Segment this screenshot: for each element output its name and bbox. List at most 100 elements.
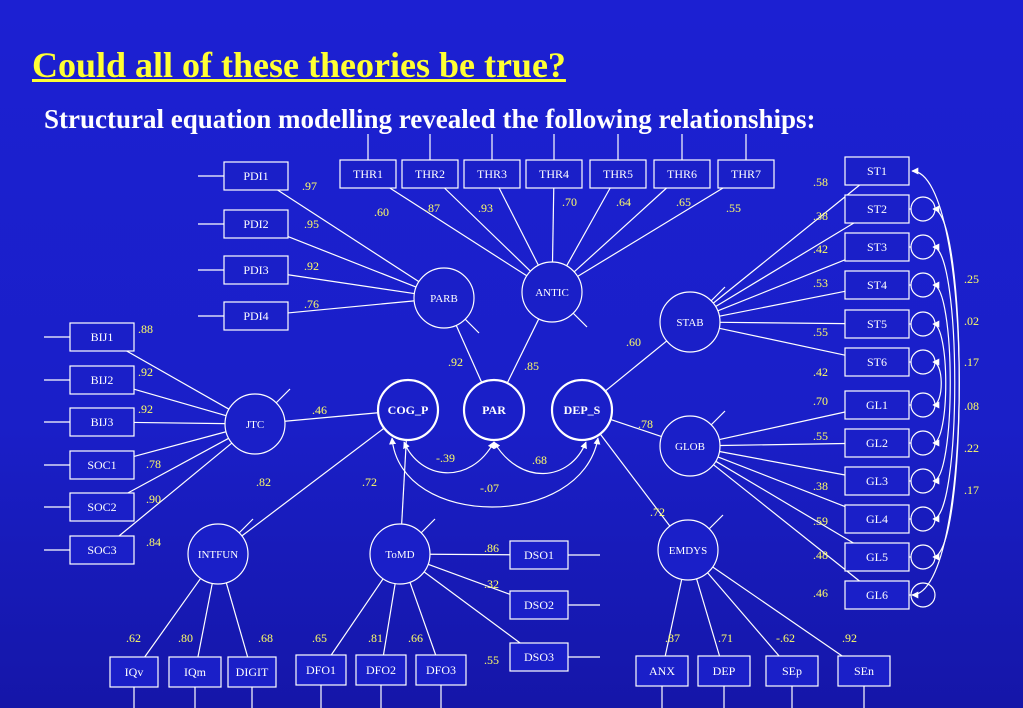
correlation-arc-st2-gl5 xyxy=(932,205,960,561)
indicator-box-st2: ST2 xyxy=(844,194,910,224)
coef-deps-emdys: .72 xyxy=(650,505,665,519)
indicator-frame-bij1 xyxy=(69,322,135,352)
latent-stab: STAB xyxy=(659,291,721,353)
latent-circle-intfun xyxy=(187,523,249,585)
latent-antic: ANTIC xyxy=(521,261,583,323)
indicator-frame-pdi4 xyxy=(223,301,289,331)
latent-label-stab: STAB xyxy=(676,317,703,329)
coef-dso2: .32 xyxy=(484,577,499,591)
coef-dso3: .55 xyxy=(484,653,499,667)
indicator-label-thr4: THR4 xyxy=(539,167,569,181)
path-stab-st4 xyxy=(719,290,846,317)
latent-label-jtc: JTC xyxy=(246,419,264,431)
indicator-box-thr3: THR3 xyxy=(463,159,521,189)
path-emdys-sen xyxy=(712,566,843,657)
indicator-box-iqv: IQv xyxy=(109,656,159,688)
indicator-box-iqm: IQm xyxy=(168,656,222,688)
path-glob-gl2 xyxy=(719,442,846,447)
coef-gl2: .55 xyxy=(813,429,828,443)
path-cogp-intfun xyxy=(241,427,385,537)
coef-iqm: .80 xyxy=(178,631,193,645)
indicator-box-gl1: GL1 xyxy=(844,390,910,420)
indicator-box-pdi3: PDI3 xyxy=(223,255,289,285)
path-antic-thr4 xyxy=(551,187,555,263)
coef-gl1: .70 xyxy=(813,394,828,408)
indicator-box-dso3: DSO3 xyxy=(509,642,569,672)
indicator-frame-bij2 xyxy=(69,365,135,395)
path-jtc-bij3 xyxy=(133,421,226,425)
indicator-frame-gl6 xyxy=(844,580,910,610)
indicator-frame-pdi1 xyxy=(223,161,289,191)
coef-st6: .42 xyxy=(813,365,828,379)
path-jtc-bij2 xyxy=(133,388,227,417)
coef-cogp-tomd: .72 xyxy=(362,475,377,489)
indicator-box-gl3: GL3 xyxy=(844,466,910,496)
indicator-label-dep: DEP xyxy=(713,664,736,678)
latent-circle-tomd xyxy=(369,523,431,585)
latent-circle-jtc xyxy=(224,393,286,455)
indicator-label-soc1: SOC1 xyxy=(87,458,116,472)
indicator-box-dso2: DSO2 xyxy=(509,590,569,620)
coef-st1: .58 xyxy=(813,175,828,189)
latent-circle-antic xyxy=(521,261,583,323)
covariance-arc-cogp-deps xyxy=(389,437,601,508)
latent-label-tomd: ToMD xyxy=(385,549,414,561)
path-intfun-digit xyxy=(225,582,249,658)
path-cogp-jtc xyxy=(284,412,379,422)
indicator-label-soc2: SOC2 xyxy=(87,500,116,514)
indicator-label-thr6: THR6 xyxy=(667,167,697,181)
indicator-label-gl5: GL5 xyxy=(866,550,888,564)
indicator-frame-dso1 xyxy=(509,540,569,570)
indicator-box-bij1: BIJ1 xyxy=(69,322,135,352)
indicator-label-st1: ST1 xyxy=(867,164,887,178)
coef-st4: .53 xyxy=(813,276,828,290)
error-circle-gl6 xyxy=(910,582,936,608)
indicator-box-soc3: SOC3 xyxy=(69,535,135,565)
latent-label-antic: ANTIC xyxy=(535,287,569,299)
error-circle-gl4 xyxy=(910,506,936,532)
disturbance-arrow-parb xyxy=(464,318,480,334)
indicator-frame-thr4 xyxy=(525,159,583,189)
indicator-label-soc3: SOC3 xyxy=(87,543,116,557)
indicator-frame-thr1 xyxy=(339,159,397,189)
latent-circle-par xyxy=(462,378,526,442)
path-emdys-sep xyxy=(707,572,780,657)
coef-anx: .87 xyxy=(665,631,680,645)
path-parb-pdi2 xyxy=(287,236,417,288)
path-antic-thr6 xyxy=(573,187,667,273)
slide-title: Could all of these theories be true? xyxy=(32,45,566,85)
coef-gl4: .59 xyxy=(813,514,828,528)
coef-sen: .92 xyxy=(842,631,857,645)
indicator-label-gl1: GL1 xyxy=(866,398,888,412)
correlation-c1: .25 xyxy=(964,272,979,286)
path-antic-thr7 xyxy=(577,187,724,277)
path-tomd-dfo2 xyxy=(382,583,396,656)
error-circle-st4 xyxy=(910,272,936,298)
coef-thr3: .93 xyxy=(478,201,493,215)
path-tomd-dso2 xyxy=(427,563,511,595)
coef-pdi3: .92 xyxy=(304,259,319,273)
indicator-box-sen: SEn xyxy=(837,655,891,687)
path-tomd-dfo1 xyxy=(330,578,384,656)
coef-st5: .55 xyxy=(813,325,828,339)
indicator-label-dso3: DSO3 xyxy=(524,650,554,664)
path-jtc-soc2 xyxy=(127,437,229,494)
coef-iqv: .62 xyxy=(126,631,141,645)
coef-dfo2: .81 xyxy=(368,631,383,645)
indicator-label-pdi1: PDI1 xyxy=(243,169,268,183)
latent-glob: GLOB xyxy=(659,415,721,477)
path-emdys-dep xyxy=(695,578,721,657)
indicator-box-st1: ST1 xyxy=(844,156,910,186)
indicator-label-pdi3: PDI3 xyxy=(243,263,268,277)
coef-deps-glob: .78 xyxy=(638,417,653,431)
coef-thr4: .70 xyxy=(562,195,577,209)
path-antic-thr5 xyxy=(566,187,611,267)
indicator-label-sen: SEn xyxy=(854,664,874,678)
indicator-frame-dep xyxy=(697,655,751,687)
correlation-c2: .02 xyxy=(964,314,979,328)
indicator-frame-dfo3 xyxy=(415,654,467,686)
covariance-arc-cogp-par xyxy=(403,441,495,474)
coef-bij2: .92 xyxy=(138,365,153,379)
